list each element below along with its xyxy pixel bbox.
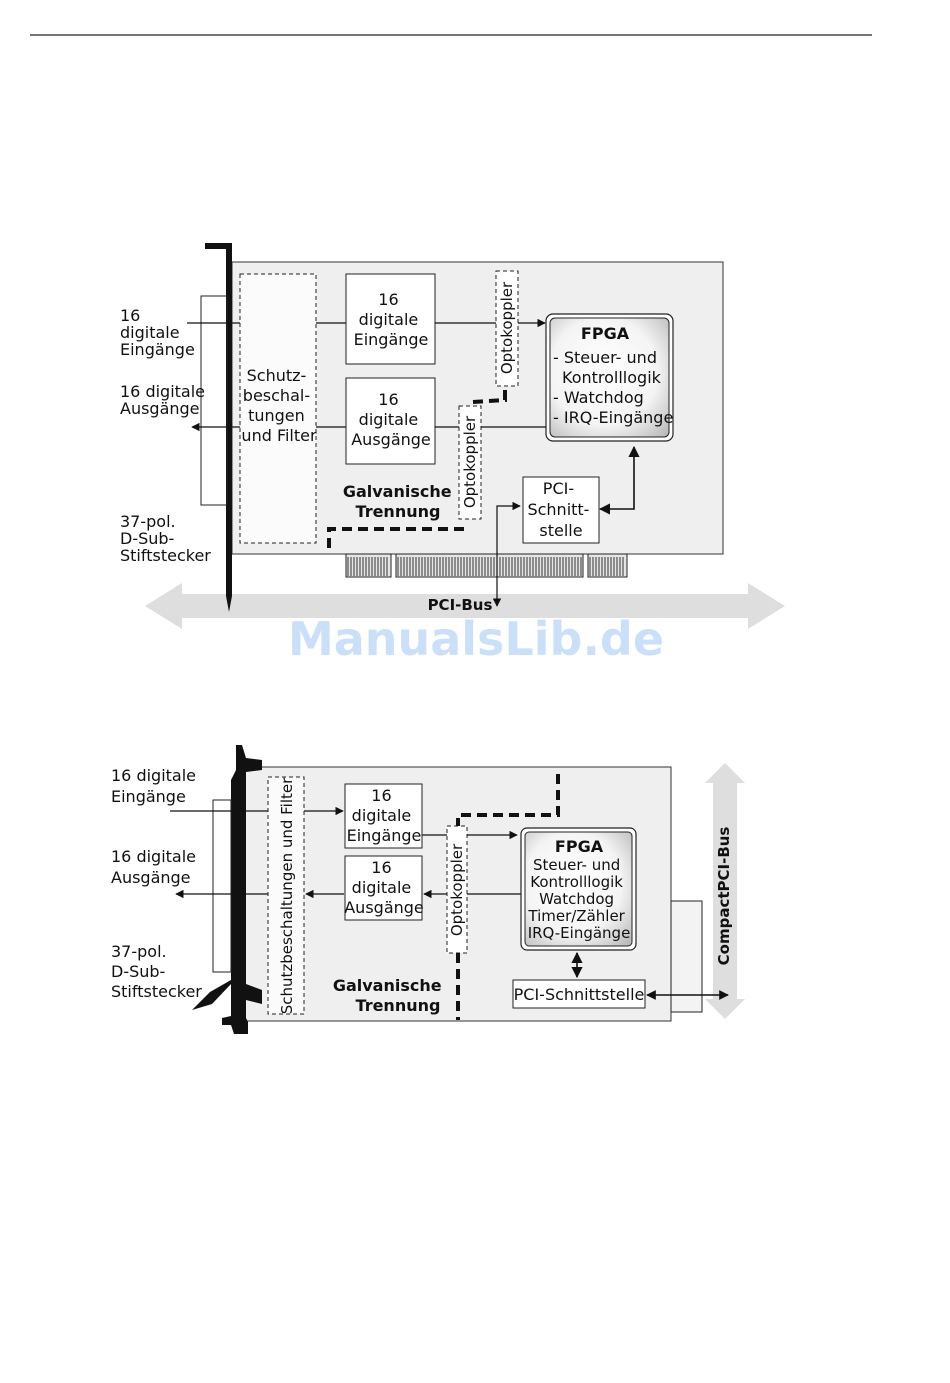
cpci-label-outputs: 16 digitale Ausgänge	[111, 847, 201, 887]
cpci-protection-label: Schutzbeschaltungen und Filter	[278, 777, 296, 1014]
protection-filter-box	[239, 273, 317, 544]
protection-filter-label: Schutz- beschal- tungen und Filter	[241, 366, 317, 445]
cpci-protection-box	[267, 776, 305, 1015]
galvanic-isolation-label: Galvanische Trennung	[343, 482, 457, 521]
cpci-optocoupler-label: Optokoppler	[448, 843, 466, 936]
cpci-outputs-block-label: 16 digitale Ausgänge	[344, 858, 424, 917]
label-16-digital-inputs: 16 digitale Eingänge	[120, 306, 195, 359]
cpci-pci-interface-block	[512, 979, 646, 1009]
label-dsub-connector: 37-pol. D-Sub- Stiftstecker	[120, 512, 211, 565]
cpci-front-panel	[222, 745, 262, 1034]
cpci-inputs-block-label: 16 digitale Eingänge	[347, 786, 422, 845]
cpci-label-inputs: 16 digitale Eingänge	[111, 766, 201, 806]
cpci-dsub-outline	[212, 799, 232, 973]
pci-block-diagram: PCI-Bus 16 digitale Eingänge 16 digitale…	[120, 243, 785, 629]
fpga-title: FPGA	[581, 324, 630, 343]
digital-inputs-block	[345, 273, 436, 365]
cpci-inputs-block	[344, 783, 423, 849]
cpci-block-diagram: CompactPCI-Bus 16 digitale Eingänge 16 d…	[111, 745, 745, 1034]
cpci-fpga-block	[524, 831, 633, 947]
digital-outputs-block-label: 16 digitale Ausgänge	[351, 390, 431, 449]
optocoupler-top	[495, 270, 519, 387]
pci-edge-connector	[345, 553, 628, 578]
cpci-outputs-block	[344, 855, 423, 921]
cpci-label-connector: 37-pol. D-Sub- Stiftstecker	[111, 942, 202, 1001]
cpci-pci-interface-label: PCI-Schnittstelle	[514, 985, 645, 1004]
digital-outputs-block	[345, 377, 436, 465]
fpga-block	[549, 317, 670, 438]
galvanic-isolation-line	[327, 386, 507, 548]
dsub-connector-outline	[200, 295, 228, 506]
digital-inputs-block-label: 16 digitale Eingänge	[354, 290, 429, 349]
optocoupler-bottom-label: Optokoppler	[461, 415, 479, 508]
cpci-fpga-function-list: Steuer- und Kontrolllogik Watchdog Timer…	[527, 856, 630, 942]
label-16-digital-outputs: 16 digitale Ausgänge	[120, 382, 210, 418]
optocoupler-bottom	[458, 405, 482, 520]
optocoupler-top-label: Optokoppler	[498, 281, 516, 374]
fpga-function-list: - Steuer- und Kontrolllogik - Watchdog -…	[553, 348, 673, 427]
pci-interface-label: PCI- Schnitt- stelle	[527, 479, 594, 540]
cpci-bus-arrow	[705, 763, 745, 1019]
cpci-handle	[192, 980, 262, 1010]
cpci-galvanic-isolation-line	[456, 774, 560, 1020]
watermark: ManualsLib.de	[288, 612, 664, 666]
cpci-bus-label: CompactPCI-Bus	[715, 827, 733, 966]
cpci-galvanic-isolation-label: Galvanische Trennung	[333, 976, 447, 1015]
pci-bus-arrow	[145, 583, 785, 629]
pci-bus-label: PCI-Bus	[428, 596, 493, 614]
cpci-fpga-title: FPGA	[555, 837, 604, 856]
